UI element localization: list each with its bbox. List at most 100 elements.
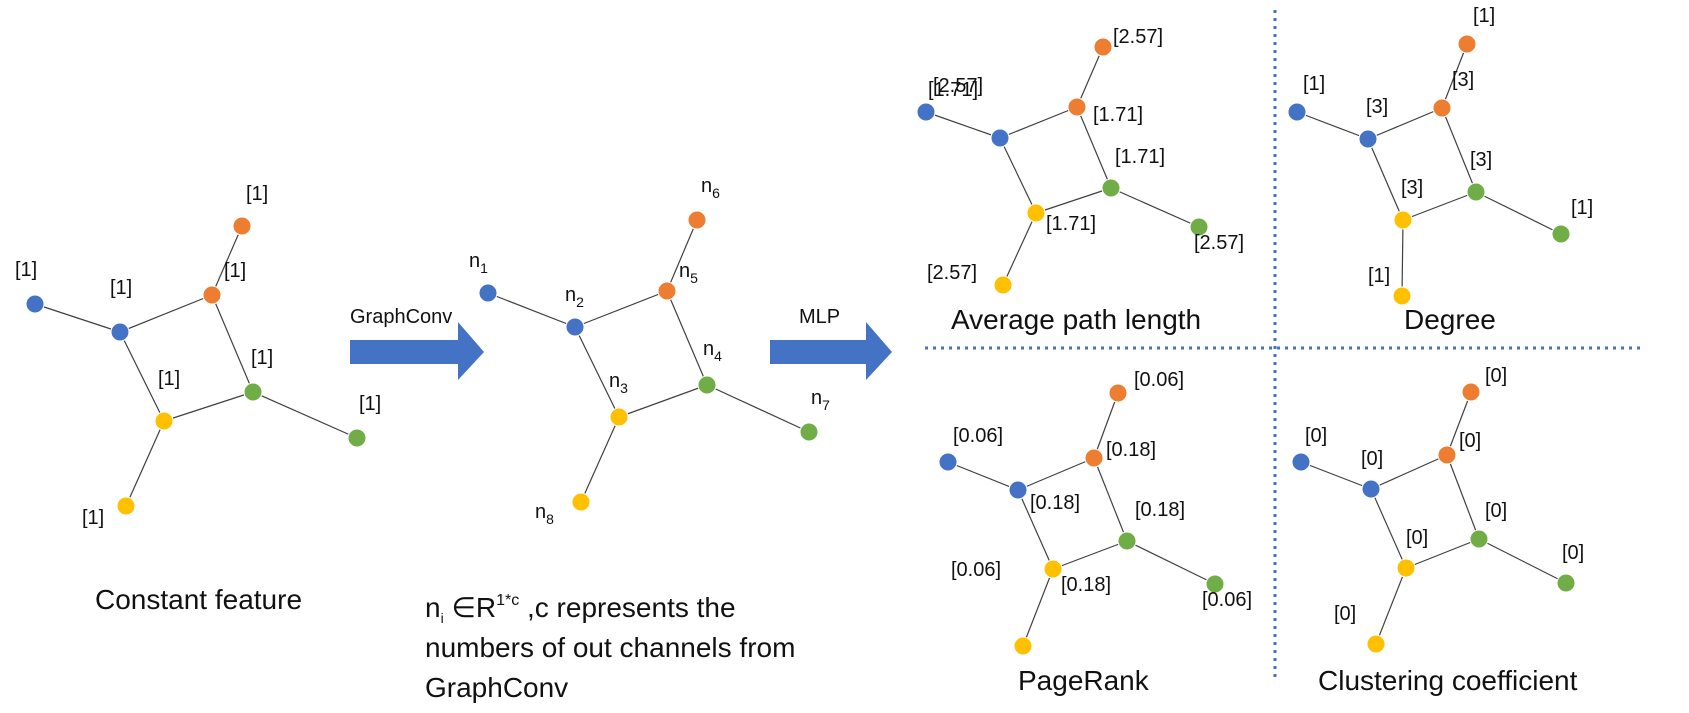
graphconv-arrow: GraphConv [350,306,484,380]
graphs-layer: [1][1][1][1][1][1][1][1]n1n2n3n4n5n6n7n8… [15,5,1593,656]
node-value-label: [1.71] [1093,104,1143,126]
graph-node-yellow [1043,559,1063,579]
graph-node-blue [1358,129,1378,149]
node-value-label: [0.18] [1135,499,1185,521]
graph-node-orange [1432,98,1452,118]
graph-edge [1367,107,1443,140]
node-label-n4: n4 [703,338,722,364]
node-label-n1: n1 [469,250,488,276]
graph-node-yellow [1026,203,1046,223]
graph-edge [1002,212,1037,286]
node-value-label: [3] [1470,149,1492,171]
caption-graphconv: ni ∈R1*c ,c represents the numbers of ou… [425,592,795,703]
graph-node-yellow [1366,634,1386,654]
graph-edge [580,416,620,503]
graph-node-orange [657,281,677,301]
node-value-label: [2.57] [927,262,977,284]
graph-edge [1475,191,1562,235]
node-value-label: [1] [246,183,268,205]
graph-edge [1375,567,1407,645]
node-value-label: [0.06] [951,559,1001,581]
graph-edge [574,326,620,418]
graph-edge [1402,191,1477,221]
node-value-label: [0] [1406,527,1428,549]
graph-node-blue [478,283,498,303]
graph-node-green [1551,224,1571,244]
graph-edge [1110,187,1200,228]
node-value-label: [0] [1459,430,1481,452]
graph-edge [999,106,1078,139]
caption-constant-feature: Constant feature [95,584,302,615]
node-value-label: [1] [158,368,180,390]
graph-node-green [1189,217,1209,237]
graph-node-orange [1457,34,1477,54]
node-value-label: [3] [1452,69,1474,91]
node-value-label: [1] [224,260,246,282]
graph-node-orange [1461,382,1481,402]
graph-node-yellow [1393,210,1413,230]
caption-graphconv-line2: numbers of out channels from [425,632,795,663]
graph-edge [1441,43,1468,109]
node-value-label: [0.18] [1106,439,1156,461]
graph-pagerank: [0.06][0.18][0.18][0.18][0.18][0.06][0.0… [938,369,1252,656]
graph-node-green [347,428,367,448]
graph-degree: [1][3][3][3][3][1][1][1] [1287,5,1593,306]
graph-edge [1093,392,1119,459]
node-value-label: [0] [1361,448,1383,470]
node-value-label: [1.71] [1046,213,1096,235]
graph-edge [1093,457,1128,542]
graph-edge [252,391,358,439]
graph-clustering: [0][0][0][0][0][0][0][0] [1291,365,1584,654]
graph-edge [666,290,708,386]
graph-node-green [1101,178,1121,198]
graph-node-yellow [1396,558,1416,578]
graph-edge [1052,540,1128,570]
node-value-label: [2.57] [1113,26,1163,48]
graph-node-yellow [116,496,136,516]
graph-edge [1296,111,1369,140]
graph-node-orange [1084,448,1104,468]
caption-degree: Degree [1404,304,1496,335]
graph-edge [618,384,708,418]
graph-node-green [243,382,263,402]
graph-edge [999,137,1037,214]
mlp-arrow-shape [770,322,892,380]
graph-edge [1446,454,1480,540]
node-label-n2: n2 [565,284,584,310]
graph-edge [1017,489,1054,570]
node-value-label: [0] [1334,603,1356,625]
node-value-label: [1.71] [1115,146,1165,168]
graph-avg-path: [2.57][1.71][1.71][1.71][1.71][2.57][2.5… [916,26,1244,295]
graph-node-green [697,375,717,395]
graph-edge [1022,568,1054,647]
node-value-label: [1] [110,277,132,299]
graph-edge [1446,391,1472,456]
caption-clustering-coefficient: Clustering coefficient [1318,665,1578,696]
node-value-label: [1] [82,507,104,529]
node-value-label: [0] [1485,500,1507,522]
graph-node-yellow [1392,286,1412,306]
graph-node-blue [1008,480,1028,500]
graph-node-blue [110,322,130,342]
node-value-label: [1] [359,393,381,415]
graph-node-orange [232,216,252,236]
node-label-n5: n5 [679,260,698,286]
node-value-label: [0.06] [953,425,1003,447]
graph-node-blue [1287,102,1307,122]
graph-node-green [799,422,819,442]
graph-edge [1370,488,1407,569]
graph-edge [1300,461,1372,490]
mlp-arrow-label: MLP [799,306,840,328]
graph-node-yellow [1013,636,1033,656]
graph-edge [1126,540,1216,585]
node-value-label: [1] [1303,73,1325,95]
node-value-label: [0] [1305,425,1327,447]
mlp-arrow: MLP [770,306,892,380]
node-value-label: [0.18] [1030,492,1080,514]
graphconv-arrow-shape [350,322,484,380]
graph-node-yellow [571,492,591,512]
graph-edge [1076,106,1112,189]
graph-node-green [1469,529,1489,549]
graph-node-orange [687,210,707,230]
